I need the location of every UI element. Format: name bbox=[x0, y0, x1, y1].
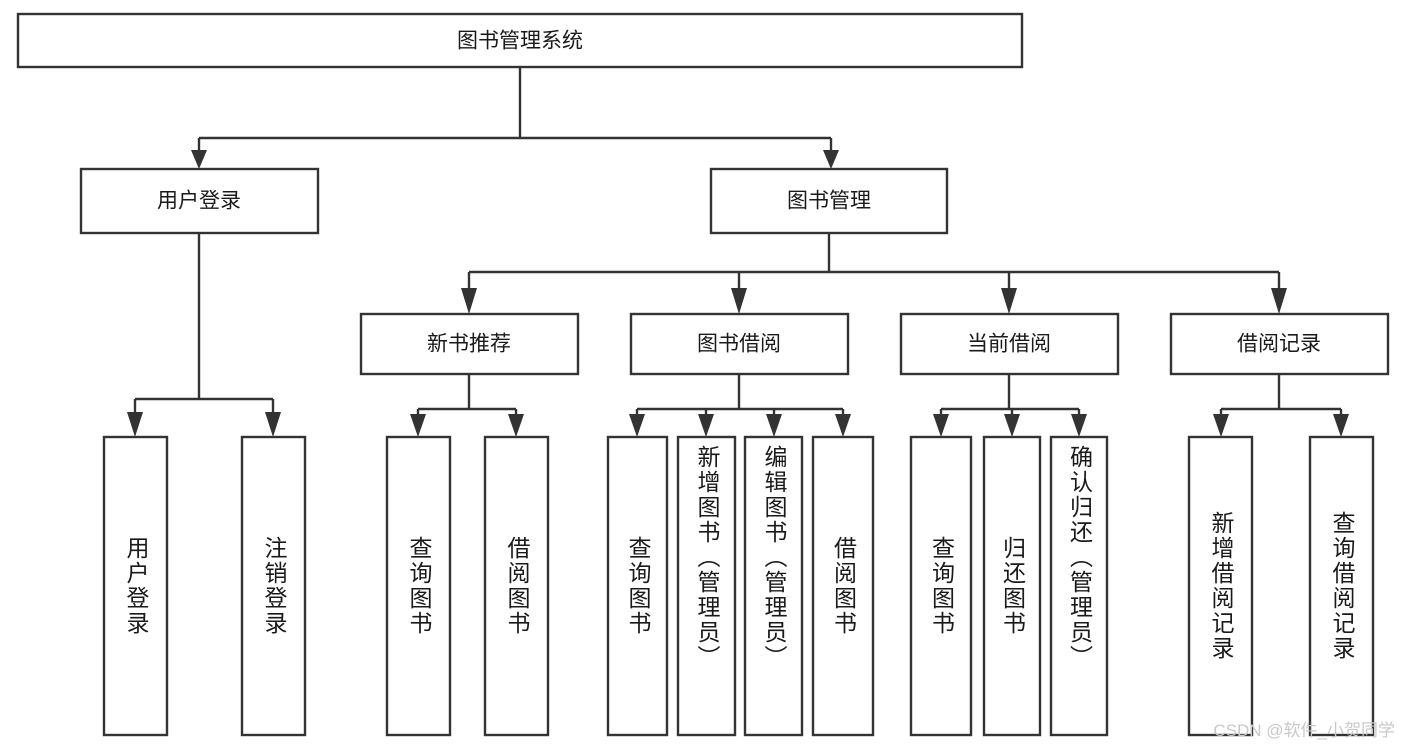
node-current-borrow-label: 当前借阅 bbox=[967, 333, 1051, 356]
csdn-watermark: CSDN @软件_小贺同学 bbox=[1213, 721, 1395, 740]
node-user-login[interactable] bbox=[79, 167, 320, 235]
node-borrow-record[interactable] bbox=[1169, 312, 1390, 376]
node-book-management-label: 图书管理 bbox=[787, 190, 871, 213]
arrow-head-borrowrecord-leaf-1 bbox=[1213, 414, 1229, 437]
leaf-node-edit-book-admin[interactable] bbox=[743, 435, 804, 737]
leaf-node-confirm-return-admin[interactable] bbox=[1049, 435, 1109, 737]
node-current-borrow[interactable] bbox=[899, 312, 1120, 376]
arrow-head-current-borrow bbox=[1001, 288, 1017, 314]
connector-layer bbox=[127, 67, 1349, 437]
arrow-head-bookborrow-leaf-3 bbox=[766, 414, 782, 437]
node-user-login-label: 用户登录 bbox=[157, 190, 241, 213]
arrow-head-currentborrow-leaf-3 bbox=[1071, 414, 1087, 437]
arrow-head-bookborrow-leaf-1 bbox=[629, 414, 645, 437]
arrow-head-book-mgmt bbox=[823, 150, 839, 169]
arrow-head-leaf-user-login bbox=[127, 412, 143, 437]
leaf-node-return-book[interactable] bbox=[982, 435, 1042, 737]
leaf-node-query-book-borrow[interactable] bbox=[606, 435, 669, 737]
leaf-node-logout[interactable] bbox=[240, 435, 307, 737]
leaf-node-add-book-admin[interactable] bbox=[676, 435, 737, 737]
arrow-head-leaf-logout bbox=[265, 412, 281, 437]
arrow-head-new-book-rec bbox=[461, 288, 477, 314]
leaf-node-add-borrow-record[interactable] bbox=[1187, 435, 1254, 737]
arrow-head-bookborrow-leaf-4 bbox=[835, 414, 851, 437]
arrow-head-borrow-record bbox=[1271, 288, 1287, 314]
arrow-head-currentborrow-leaf-1 bbox=[933, 414, 949, 437]
node-book-management[interactable] bbox=[709, 167, 949, 235]
arrow-head-user-login bbox=[191, 150, 207, 169]
node-root-label: 图书管理系统 bbox=[457, 30, 583, 53]
arrow-head-newbook-leaf-1 bbox=[410, 414, 426, 437]
node-book-borrow-label: 图书借阅 bbox=[697, 333, 781, 356]
arrow-head-newbook-leaf-2 bbox=[508, 414, 524, 437]
leaf-node-query-borrow-record[interactable] bbox=[1308, 435, 1375, 737]
node-layer: 图书管理系统 用户登录 图书管理 新书推荐 图书借阅 当前借阅 借阅记录 bbox=[16, 12, 1390, 737]
leaf-node-query-book-newrec[interactable] bbox=[385, 435, 452, 737]
arrow-head-book-borrow bbox=[731, 288, 747, 314]
arrow-head-bookborrow-leaf-2 bbox=[698, 414, 714, 437]
leaf-node-user-login[interactable] bbox=[102, 435, 169, 737]
node-borrow-record-label: 借阅记录 bbox=[1237, 333, 1321, 356]
node-new-book-recommend-label: 新书推荐 bbox=[427, 333, 511, 356]
node-root-book-management-system[interactable] bbox=[16, 12, 1024, 69]
node-new-book-recommend[interactable] bbox=[359, 312, 580, 376]
leaf-node-query-book-current[interactable] bbox=[909, 435, 973, 737]
leaf-node-borrow-book[interactable] bbox=[811, 435, 875, 737]
arrow-head-borrowrecord-leaf-2 bbox=[1333, 414, 1349, 437]
arrow-head-currentborrow-leaf-2 bbox=[1004, 414, 1020, 437]
leaf-node-borrow-book-newrec[interactable] bbox=[483, 435, 550, 737]
node-book-borrow[interactable] bbox=[629, 312, 850, 376]
